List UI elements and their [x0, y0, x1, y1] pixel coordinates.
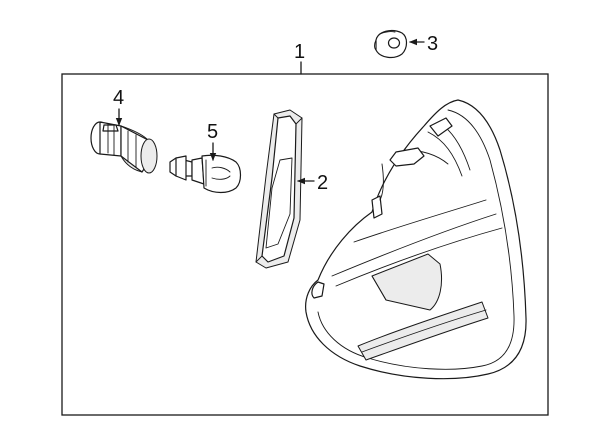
callout-5: 5: [207, 121, 218, 161]
tail-lamp-housing: [305, 99, 527, 380]
callout-3: 3: [409, 33, 438, 55]
assembly-frame: [61, 73, 549, 416]
callout-label-2: 2: [317, 172, 328, 194]
push-nut-part: [374, 30, 408, 59]
callout-label-4: 4: [113, 87, 124, 109]
callout-label-5: 5: [207, 121, 218, 143]
gasket-part: [255, 109, 303, 269]
bulb-socket-part: [90, 121, 158, 174]
callout-1: 1: [294, 41, 305, 75]
wedge-bulb-part: [169, 154, 242, 194]
callout-2: 2: [297, 172, 328, 194]
callout-label-3: 3: [427, 33, 438, 55]
callout-label-1: 1: [294, 41, 305, 63]
callout-4: 4: [113, 87, 124, 126]
